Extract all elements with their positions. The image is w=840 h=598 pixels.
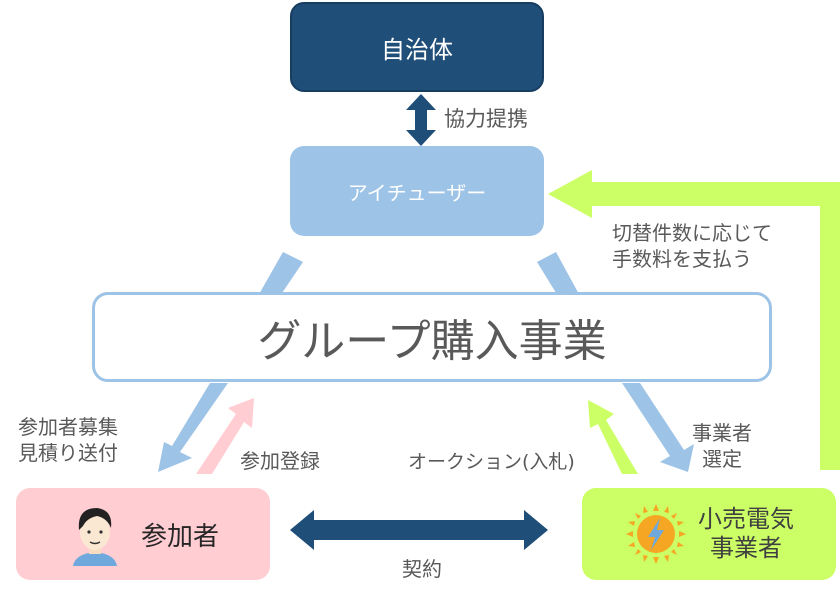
selection-label-line1: 事業者 (692, 421, 752, 445)
iuser-label: アイチューザー (347, 180, 487, 205)
person-avatar-icon (72, 508, 117, 566)
registration-label: 参加登録 (240, 449, 320, 473)
recruit-label-line1: 参加者募集 (18, 415, 118, 439)
auction-arrow (588, 400, 638, 474)
municipality-label: 自治体 (381, 35, 453, 64)
municipality-node: 自治体 (290, 2, 544, 92)
fee-label: 切替件数に応じて 手数料を支払う (612, 220, 772, 272)
retailer-label-line1: 小売電気 (698, 505, 794, 534)
group-purchase-label: グループ購入事業 (257, 316, 607, 367)
iuser-to-group-right-connector (537, 252, 580, 296)
registration-arrow (196, 398, 254, 474)
participant-node: 参加者 (16, 488, 270, 580)
selection-arrow (622, 383, 694, 472)
contract-arrow (290, 510, 548, 550)
selection-label: 事業者 選定 (692, 420, 752, 472)
group-purchase-node: グループ購入事業 (92, 292, 772, 382)
recruit-label: 参加者募集 見積り送付 (18, 414, 118, 466)
fee-arrow (548, 170, 840, 470)
auction-label: オークション(入札) (408, 451, 575, 473)
sun-lightning-icon (626, 504, 686, 564)
cooperation-label: 協力提携 (444, 107, 528, 131)
retailer-node: 小売電気 事業者 (582, 488, 836, 580)
iuser-node: アイチューザー (290, 146, 544, 236)
cooperation-arrow (406, 94, 436, 146)
retailer-label: 小売電気 事業者 (698, 505, 794, 563)
iuser-to-group-left-connector (258, 252, 303, 296)
contract-label: 契約 (402, 557, 442, 581)
selection-label-line2: 選定 (702, 447, 742, 471)
recruit-arrow (158, 383, 228, 472)
retailer-label-line2: 事業者 (710, 534, 782, 562)
fee-label-line2: 手数料を支払う (612, 247, 752, 271)
recruit-label-line2: 見積り送付 (18, 441, 118, 465)
participant-label: 参加者 (140, 521, 219, 552)
fee-label-line1: 切替件数に応じて (612, 221, 772, 245)
